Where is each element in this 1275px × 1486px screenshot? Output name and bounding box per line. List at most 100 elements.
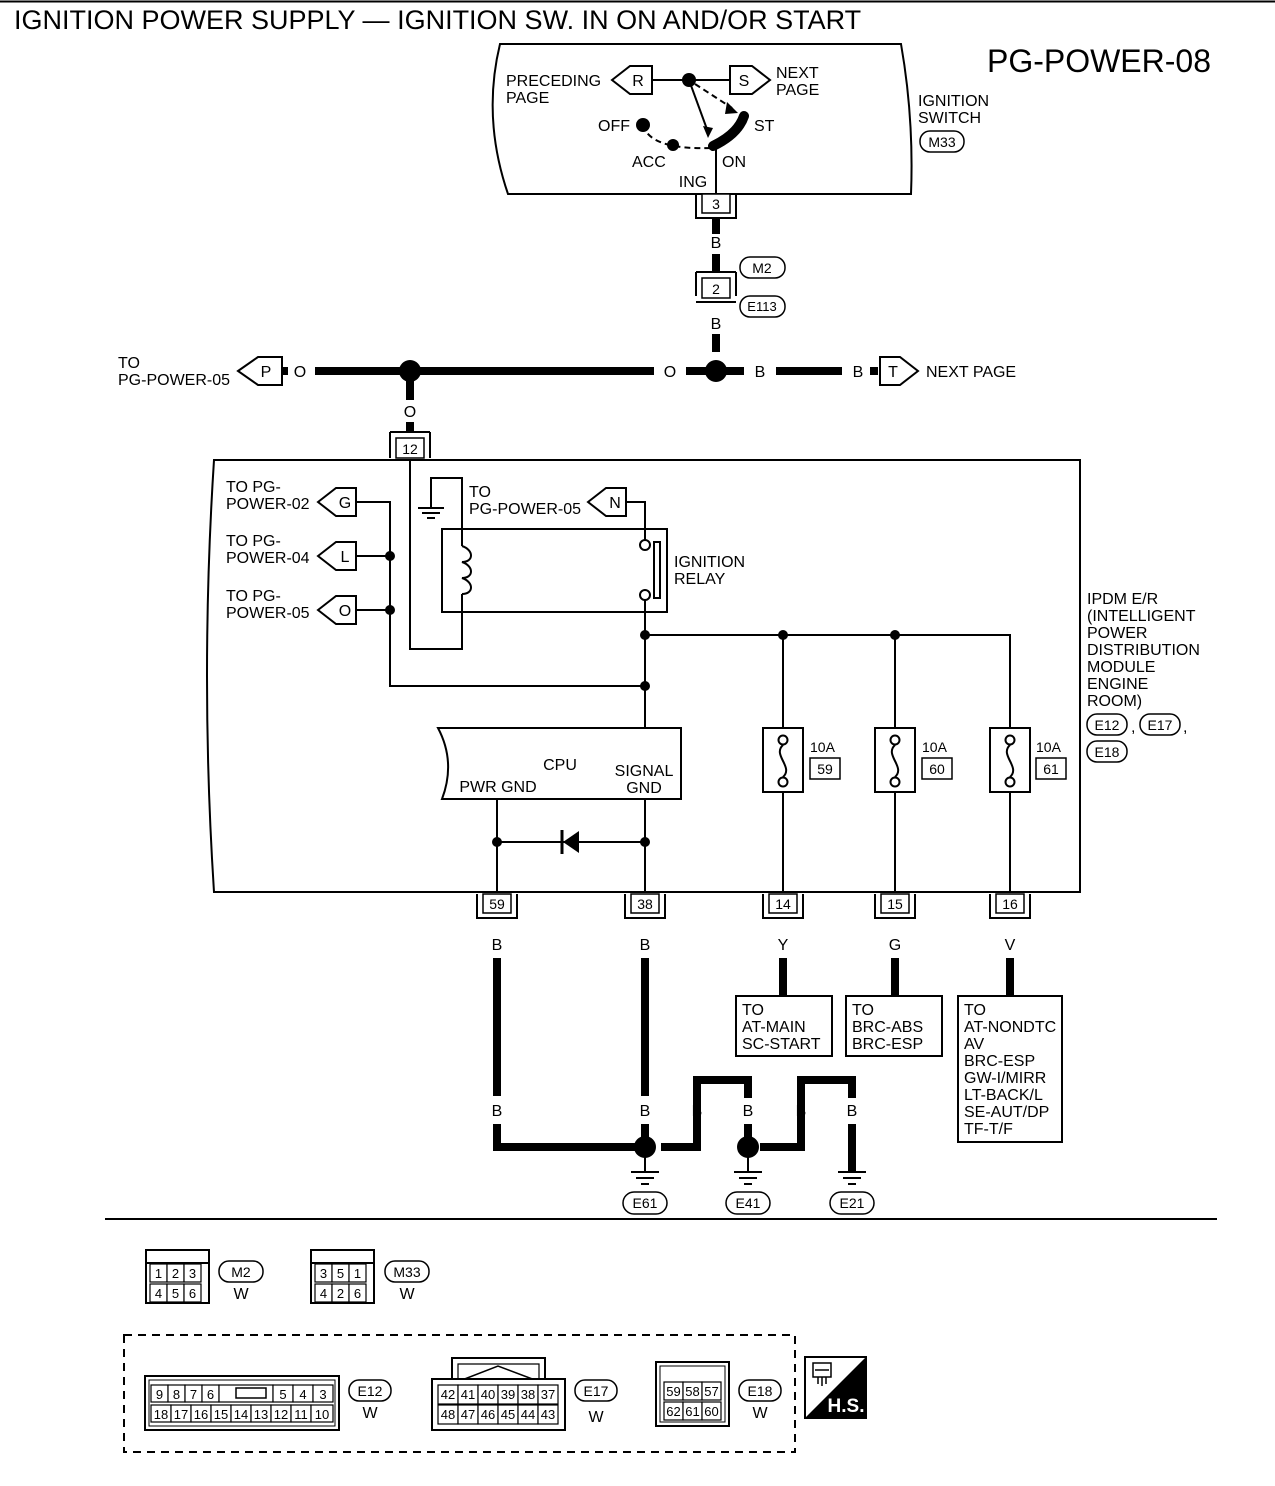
ignition-relay: IGNITION RELAY: [441, 528, 745, 613]
cell: 42: [441, 1387, 455, 1402]
wire-color: G: [889, 937, 901, 954]
destination-line: TO: [852, 1002, 874, 1019]
destination-line: SC-START: [742, 1036, 821, 1053]
arrow-letter: N: [609, 495, 621, 512]
wire-color: V: [1005, 937, 1016, 954]
fuse-rating: 10A: [922, 739, 948, 755]
cell: 45: [501, 1407, 515, 1422]
ground-id: E21: [840, 1195, 865, 1211]
connector-view-e18: 59 58 57 62 61 60 E18 W: [655, 1361, 782, 1427]
cell: 57: [704, 1384, 718, 1399]
arrow-letter: P: [261, 364, 272, 381]
wire-color: O: [294, 364, 306, 381]
cell: 5: [337, 1266, 344, 1281]
cell: 2: [172, 1266, 179, 1281]
cell: 9: [156, 1387, 163, 1402]
ipdm-name-line: MODULE: [1087, 659, 1155, 676]
cell: 60: [704, 1404, 718, 1419]
ipdm-name-line: IPDM E/R: [1087, 591, 1158, 608]
connector-view-m33: 3 5 1 4 2 6 M33 W: [310, 1249, 430, 1304]
wire-color: B: [743, 1103, 754, 1120]
wire-color: B: [640, 937, 651, 954]
destination-at-main: TO AT-MAIN SC-START: [735, 995, 833, 1057]
connector-id: E17: [1148, 717, 1173, 733]
cell: 3: [189, 1266, 196, 1281]
cpu-label: CPU: [543, 757, 577, 774]
cell: 37: [541, 1387, 555, 1402]
destination-line: BRC-ABS: [852, 1019, 923, 1036]
destination-line: AT-MAIN: [742, 1019, 806, 1036]
destination-line: TO: [964, 1002, 986, 1019]
fuse-rating: 10A: [1036, 739, 1062, 755]
cell: 6: [189, 1286, 196, 1301]
ipdm-name-line: ENGINE: [1087, 676, 1148, 693]
pin-number: 15: [887, 896, 903, 912]
output-power-04: TO PG- POWER-04 L: [226, 533, 357, 571]
pin-connector-38: 38: [624, 893, 666, 919]
fuse-number: 61: [1043, 761, 1059, 777]
ignition-switch-label: IGNITION: [918, 93, 989, 110]
cell: 44: [521, 1407, 535, 1422]
wire-color: B: [711, 316, 722, 333]
ipdm-name-line: (INTELLIGENT: [1087, 608, 1196, 625]
relay-feed-label: TO: [469, 484, 491, 501]
ignition-switch: IGNITION SWITCH M33 PRECEDING PAGE R S N…: [491, 43, 989, 195]
destination-line: BRC-ESP: [852, 1036, 923, 1053]
power-bus: TO PG-POWER-05 P O O B B T NEXT PAGE: [118, 355, 1016, 389]
ipdm-module: IPDM E/R (INTELLIGENT POWER DISTRIBUTION…: [206, 459, 1200, 893]
output-label: POWER-05: [226, 605, 310, 622]
preceding-page-label: PRECEDING: [506, 73, 601, 90]
pin-number: 16: [1002, 896, 1018, 912]
cell: 58: [685, 1384, 699, 1399]
cpu-block: CPU PWR GND SIGNAL GND: [436, 727, 682, 800]
output-power-05: TO PG- POWER-05 O: [226, 588, 357, 625]
cell: 7: [190, 1387, 197, 1402]
page-code: PG-POWER-08: [987, 43, 1211, 79]
connector-color: W: [752, 1405, 768, 1422]
wire-color: B: [711, 235, 722, 252]
wire-color: B: [640, 1103, 651, 1120]
wire-color: O: [404, 404, 416, 421]
connector-id: M2: [752, 260, 772, 276]
arrow-letter: O: [339, 603, 351, 620]
bus-left-destination: PG-POWER-05: [118, 372, 230, 389]
pin-connector-12: 12: [389, 431, 431, 459]
output-label: POWER-02: [226, 496, 310, 513]
wire-color: Y: [778, 937, 789, 954]
cell: 10: [315, 1407, 329, 1422]
cell: 2: [337, 1286, 344, 1301]
destination-line: AV: [964, 1036, 984, 1053]
wire-color: B: [847, 1103, 858, 1120]
bus-left-destination: TO: [118, 355, 140, 372]
relay-coil-icon: [461, 545, 472, 595]
fuse-icon: [778, 744, 788, 778]
connector-id: E12: [1095, 717, 1120, 733]
pin-connector-15: 15: [874, 893, 916, 919]
wire-color: O: [664, 364, 676, 381]
connector-id: E113: [747, 299, 776, 314]
ipdm-name-line: ROOM): [1087, 693, 1142, 710]
cell: 61: [685, 1404, 699, 1419]
pin-connector-3: 3: [695, 193, 737, 219]
cell: 3: [320, 1266, 327, 1281]
cell: 14: [234, 1407, 248, 1422]
connector-tag-m33: [919, 130, 965, 153]
connector-id: E17: [584, 1383, 609, 1399]
cell: 4: [299, 1387, 306, 1402]
connector-id: M2: [231, 1264, 251, 1280]
connector-key-icon: [235, 1387, 267, 1399]
cell: 16: [194, 1407, 208, 1422]
pin-connector-14: 14: [762, 893, 804, 919]
ground-tag: [829, 1191, 875, 1215]
output-label: TO PG-: [226, 533, 281, 550]
connector-color: W: [233, 1286, 249, 1303]
cell: 1: [155, 1266, 162, 1281]
output-power-02: TO PG- POWER-02 G: [226, 479, 357, 517]
pin-number: 14: [775, 896, 791, 912]
pin-connector-16: 16: [989, 893, 1031, 919]
ground-id: E41: [736, 1195, 761, 1211]
switch-position-acc: ACC: [632, 154, 666, 171]
relay-feed-label: PG-POWER-05: [469, 501, 581, 518]
wire-color: B: [492, 1103, 503, 1120]
arrow-letter: S: [739, 73, 750, 90]
